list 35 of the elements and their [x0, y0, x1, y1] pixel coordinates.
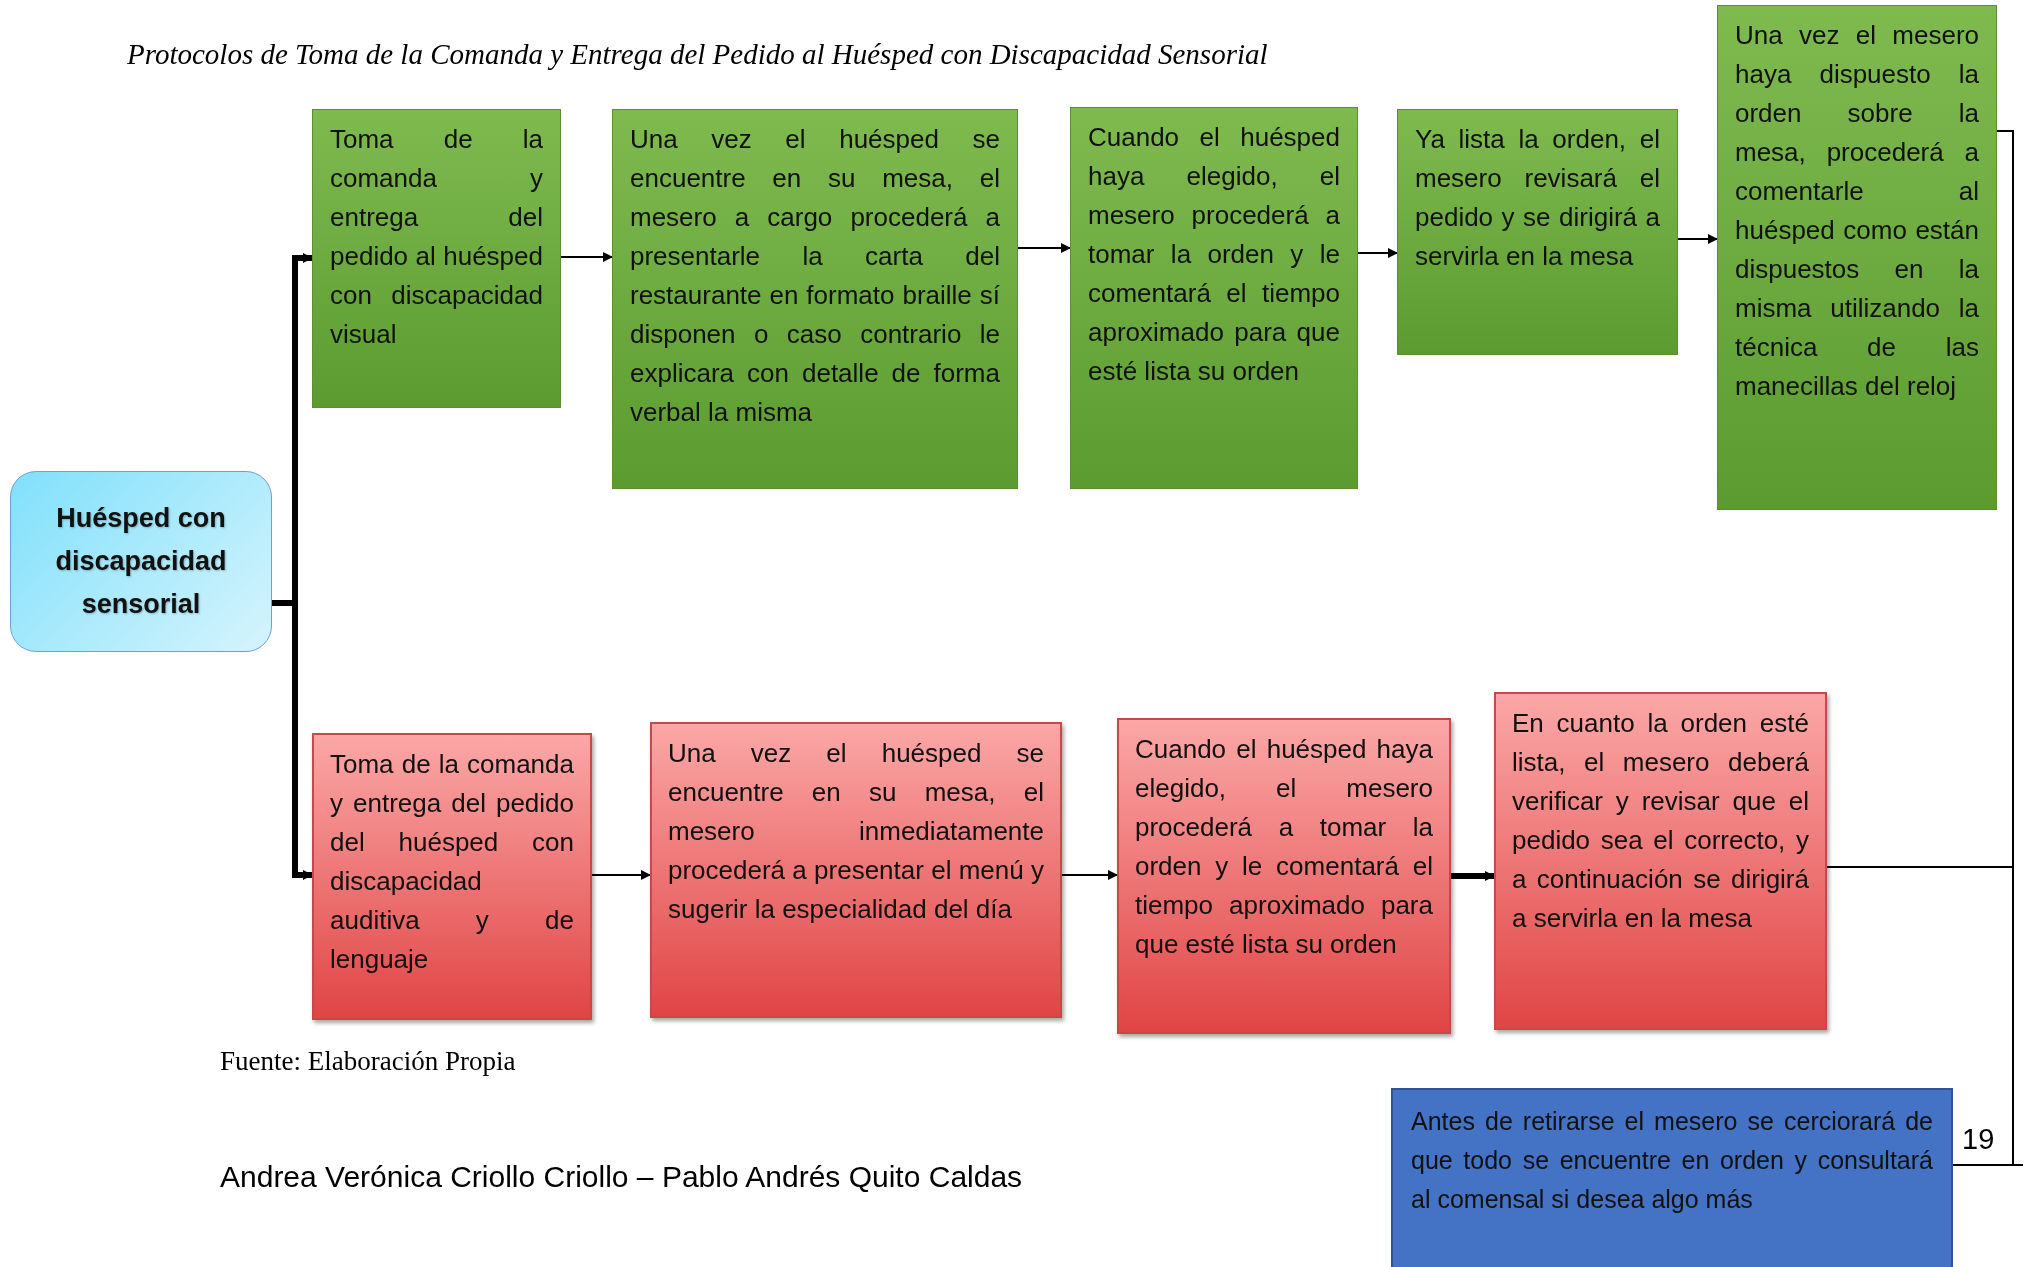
process-box — [650, 722, 1062, 1018]
title: Protocolos de Toma de la Comanda y Entrega del Pedido al Huésped con Discapacidad Sensorial — [127, 38, 1268, 71]
step-text: Una vez el huésped se encuentre en su mesa, el mesero inmediatamente procederá a presentar el menú y sugerir la especialidad del día — [668, 737, 1044, 926]
arrow — [560, 252, 613, 262]
process-box — [1117, 718, 1451, 1034]
category-box — [10, 471, 272, 652]
arrow — [272, 600, 313, 880]
step-text: Huésped con discapacidad sensorial — [54, 501, 228, 622]
connector-line — [1826, 866, 2014, 1166]
process-box — [1070, 107, 1358, 489]
arrow — [1677, 234, 1718, 244]
source-note: Fuente: Elaboración Propia — [220, 1046, 516, 1077]
step-text: En cuanto la orden esté lista, el mesero deberá verificar y revisar que el pedido sea el correcto, y a continuación se dirigirá a servirla en la mesa — [1512, 707, 1809, 935]
process-box — [312, 109, 561, 408]
step-text: Una vez el huésped se encuentre en su mesa, el mesero a cargo procederá a presentarle la carta del restaurante en formato braille sí disponen o caso contrario le explicara con detalle de forma verbal la misma — [630, 123, 1000, 429]
step-text: Cuando el huésped haya elegido, el mesero procederá a tomar la orden y le comentará el tiempo aproximado para que esté lista su orden — [1088, 121, 1340, 388]
process-box — [1397, 109, 1678, 355]
arrow — [1451, 871, 1495, 881]
process-box — [1494, 692, 1827, 1030]
process-box — [612, 109, 1018, 489]
step-text: Antes de retirarse el mesero se cerciorará de que todo se encuentre en orden y consultará al comensal si desea algo más — [1411, 1106, 1933, 1215]
process-box — [1717, 5, 1997, 510]
step-text: Cuando el huésped haya elegido, el mesero procederá a tomar la orden y le comentará el tiempo aproximado para que esté lista su orden — [1135, 733, 1433, 961]
arrow — [1061, 870, 1118, 880]
page-number: 19 — [1962, 1123, 1995, 1156]
step-text: Ya lista la orden, el mesero revisará el pedido y se dirigirá a servirla en la mesa — [1415, 123, 1660, 273]
step-text: Toma de la comanda y entrega del pedido del huésped con discapacidad auditiva y de lenguaje — [330, 748, 574, 976]
process-box — [1391, 1088, 1953, 1267]
step-text: Una vez el mesero haya dispuesto la orden sobre la mesa, procederá a comentarle al huésped como están dispuestos en la misma utilizando la técnica de las manecillas del reloj — [1735, 19, 1979, 403]
arrow — [591, 870, 651, 880]
arrow — [1017, 243, 1071, 253]
author-line: Andrea Verónica Criollo Criollo – Pablo Andrés Quito Caldas — [220, 1160, 1023, 1194]
process-box — [312, 733, 592, 1020]
step-text: Toma de la comanda y entrega del pedido al huésped con discapacidad visual — [330, 123, 543, 351]
arrow — [1357, 248, 1398, 258]
